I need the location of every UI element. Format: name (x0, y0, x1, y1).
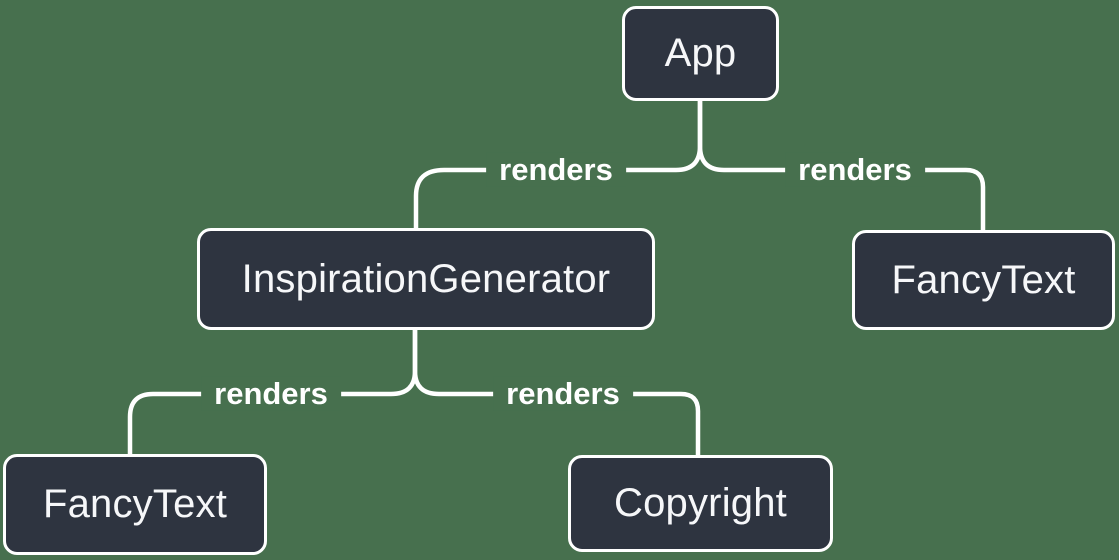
node-app: App (622, 6, 779, 101)
edge-label-renders-app-fancytext: renders (785, 152, 925, 188)
node-fancytext-top: FancyText (852, 230, 1115, 330)
node-inspirationgenerator: InspirationGenerator (197, 228, 655, 330)
edge-label-renders-inspirationgenerator-copyright: renders (493, 376, 633, 412)
node-fancytext-bottom: FancyText (3, 454, 267, 555)
edge-label-renders-app-inspirationgenerator: renders (486, 152, 626, 188)
edge-label-renders-inspirationgenerator-fancytext: renders (201, 376, 341, 412)
node-copyright: Copyright (568, 455, 833, 552)
